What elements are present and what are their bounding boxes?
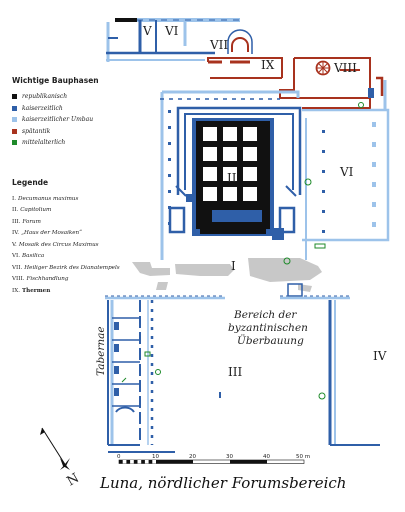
legend-item-vi: VI.Basilica (12, 253, 45, 260)
label-bereich-1: Bereich der (233, 309, 297, 321)
north-label: N (65, 471, 82, 490)
legend-item-i: I.Decumanus maximus (12, 195, 79, 202)
basilica (302, 80, 390, 260)
upper-portico (160, 90, 302, 260)
legend-item-vii: VII.Heiliger Bezirk des Dianatempels (12, 264, 120, 271)
map-labels: V VI VII IX VIII II VI I III IV Tabernae… (95, 24, 387, 379)
phases-heading: Wichtige Bauphasen (12, 76, 99, 85)
medieval-well (283, 257, 291, 265)
capitolium (168, 118, 297, 240)
scale-tick-30: 30 (226, 454, 233, 460)
phase-spaetantik: spätantik (12, 126, 99, 138)
scale-tick-10: 10 (152, 454, 159, 460)
phases-panel: Wichtige Bauphasen republikanisch kaiser… (12, 76, 99, 149)
phase-swatch (12, 128, 17, 134)
label-viii: VIII (333, 61, 357, 75)
legend-item-ix: IX.Thermen (12, 287, 51, 294)
figure-title: Luna, nördlicher Forumsbereich (99, 474, 346, 492)
legend-item-iv: IV.„Haus der Mosaiken“ (12, 230, 83, 237)
scale-bar: 0 10 20 30 40 50 m (117, 454, 310, 464)
north-arrow: N (40, 427, 82, 490)
phase-kaiserzeitlicher-umbau: kaiserzeitlicher Umbau (12, 114, 99, 126)
top-structures (106, 18, 253, 62)
scale-tick-20: 20 (189, 454, 196, 460)
legend-item-iii: III.Forum (12, 218, 41, 225)
phase-republikanisch: republikanisch (12, 91, 99, 103)
forum-area (105, 295, 380, 453)
label-vii: VII (209, 38, 228, 52)
label-ii: II (227, 171, 237, 185)
label-vi-top: VI (164, 24, 179, 38)
phase-swatch (12, 94, 17, 100)
scale-tick-40: 40 (263, 454, 270, 460)
legend-item-v: V.Mosaik des Circus Maximus (12, 241, 99, 248)
legend-heading: Legende (12, 178, 49, 187)
label-iv: IV (373, 349, 387, 363)
legend-panel: Legende I.Decumanus maximus II.Capitoliu… (12, 178, 120, 297)
label-ix: IX (261, 58, 275, 72)
late-antique-structures (207, 57, 384, 110)
scale-tick-0: 0 (117, 454, 121, 460)
label-i: I (231, 259, 236, 273)
phase-mittelalterlich: mittelalterlich (12, 137, 99, 149)
fischhandlung-mosaic (315, 60, 331, 76)
legend-item-ii: II.Capitolium (12, 207, 52, 214)
phase-swatch (12, 117, 17, 123)
label-v: V (142, 24, 152, 38)
decumanus-road (132, 258, 322, 292)
phase-swatch (12, 105, 17, 111)
label-bereich-2: byzantinischen (228, 322, 308, 334)
phase-swatch (12, 140, 17, 146)
label-tabernae: Tabernae (95, 326, 107, 376)
legend-item-viii: VIII.Fischhandlung (12, 276, 69, 283)
label-bereich-3: Überbauung (237, 333, 304, 347)
label-vi-right: VI (339, 165, 354, 179)
scale-tick-50: 50 m (296, 454, 310, 460)
label-iii: III (228, 365, 242, 379)
phase-kaiserzeitlich: kaiserzeitlich (12, 103, 99, 115)
